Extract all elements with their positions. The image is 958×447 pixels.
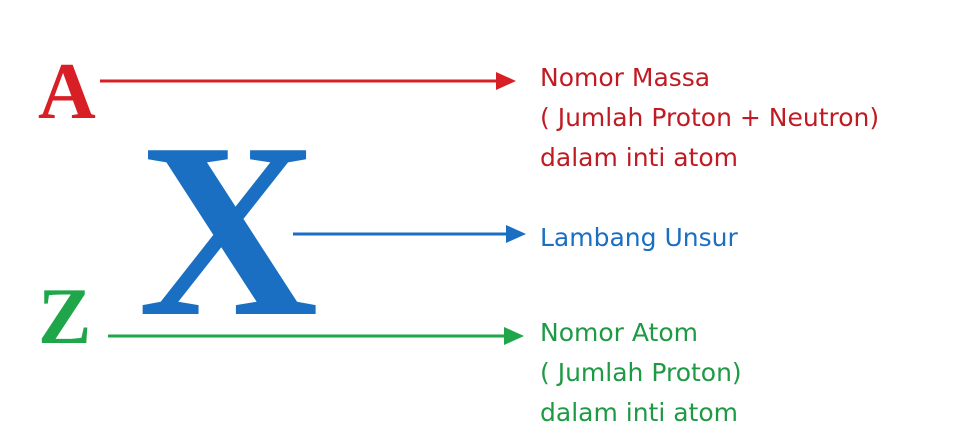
atomic-number-symbol: Z [38, 273, 92, 361]
mass-number-description: Nomor Massa ( Jumlah Proton + Neutron) d… [540, 58, 879, 178]
atomic-number-formula: ( Jumlah Proton) [540, 358, 742, 387]
element-symbol-description: Lambang Unsur [540, 218, 738, 258]
atomic-number-arrow [108, 327, 524, 345]
mass-number-symbol: A [38, 48, 96, 136]
atomic-number-location: dalam inti atom [540, 398, 739, 427]
element-symbol-arrow [293, 225, 526, 243]
mass-number-arrow [100, 72, 516, 90]
atomic-number-title: Nomor Atom [540, 318, 698, 347]
atomic-number-description: Nomor Atom ( Jumlah Proton) dalam inti a… [540, 313, 742, 433]
mass-number-formula: ( Jumlah Proton + Neutron) [540, 103, 880, 132]
mass-number-title: Nomor Massa [540, 63, 711, 92]
mass-number-location: dalam inti atom [540, 143, 739, 172]
element-symbol-title: Lambang Unsur [540, 223, 738, 252]
element-symbol: X [138, 92, 319, 369]
